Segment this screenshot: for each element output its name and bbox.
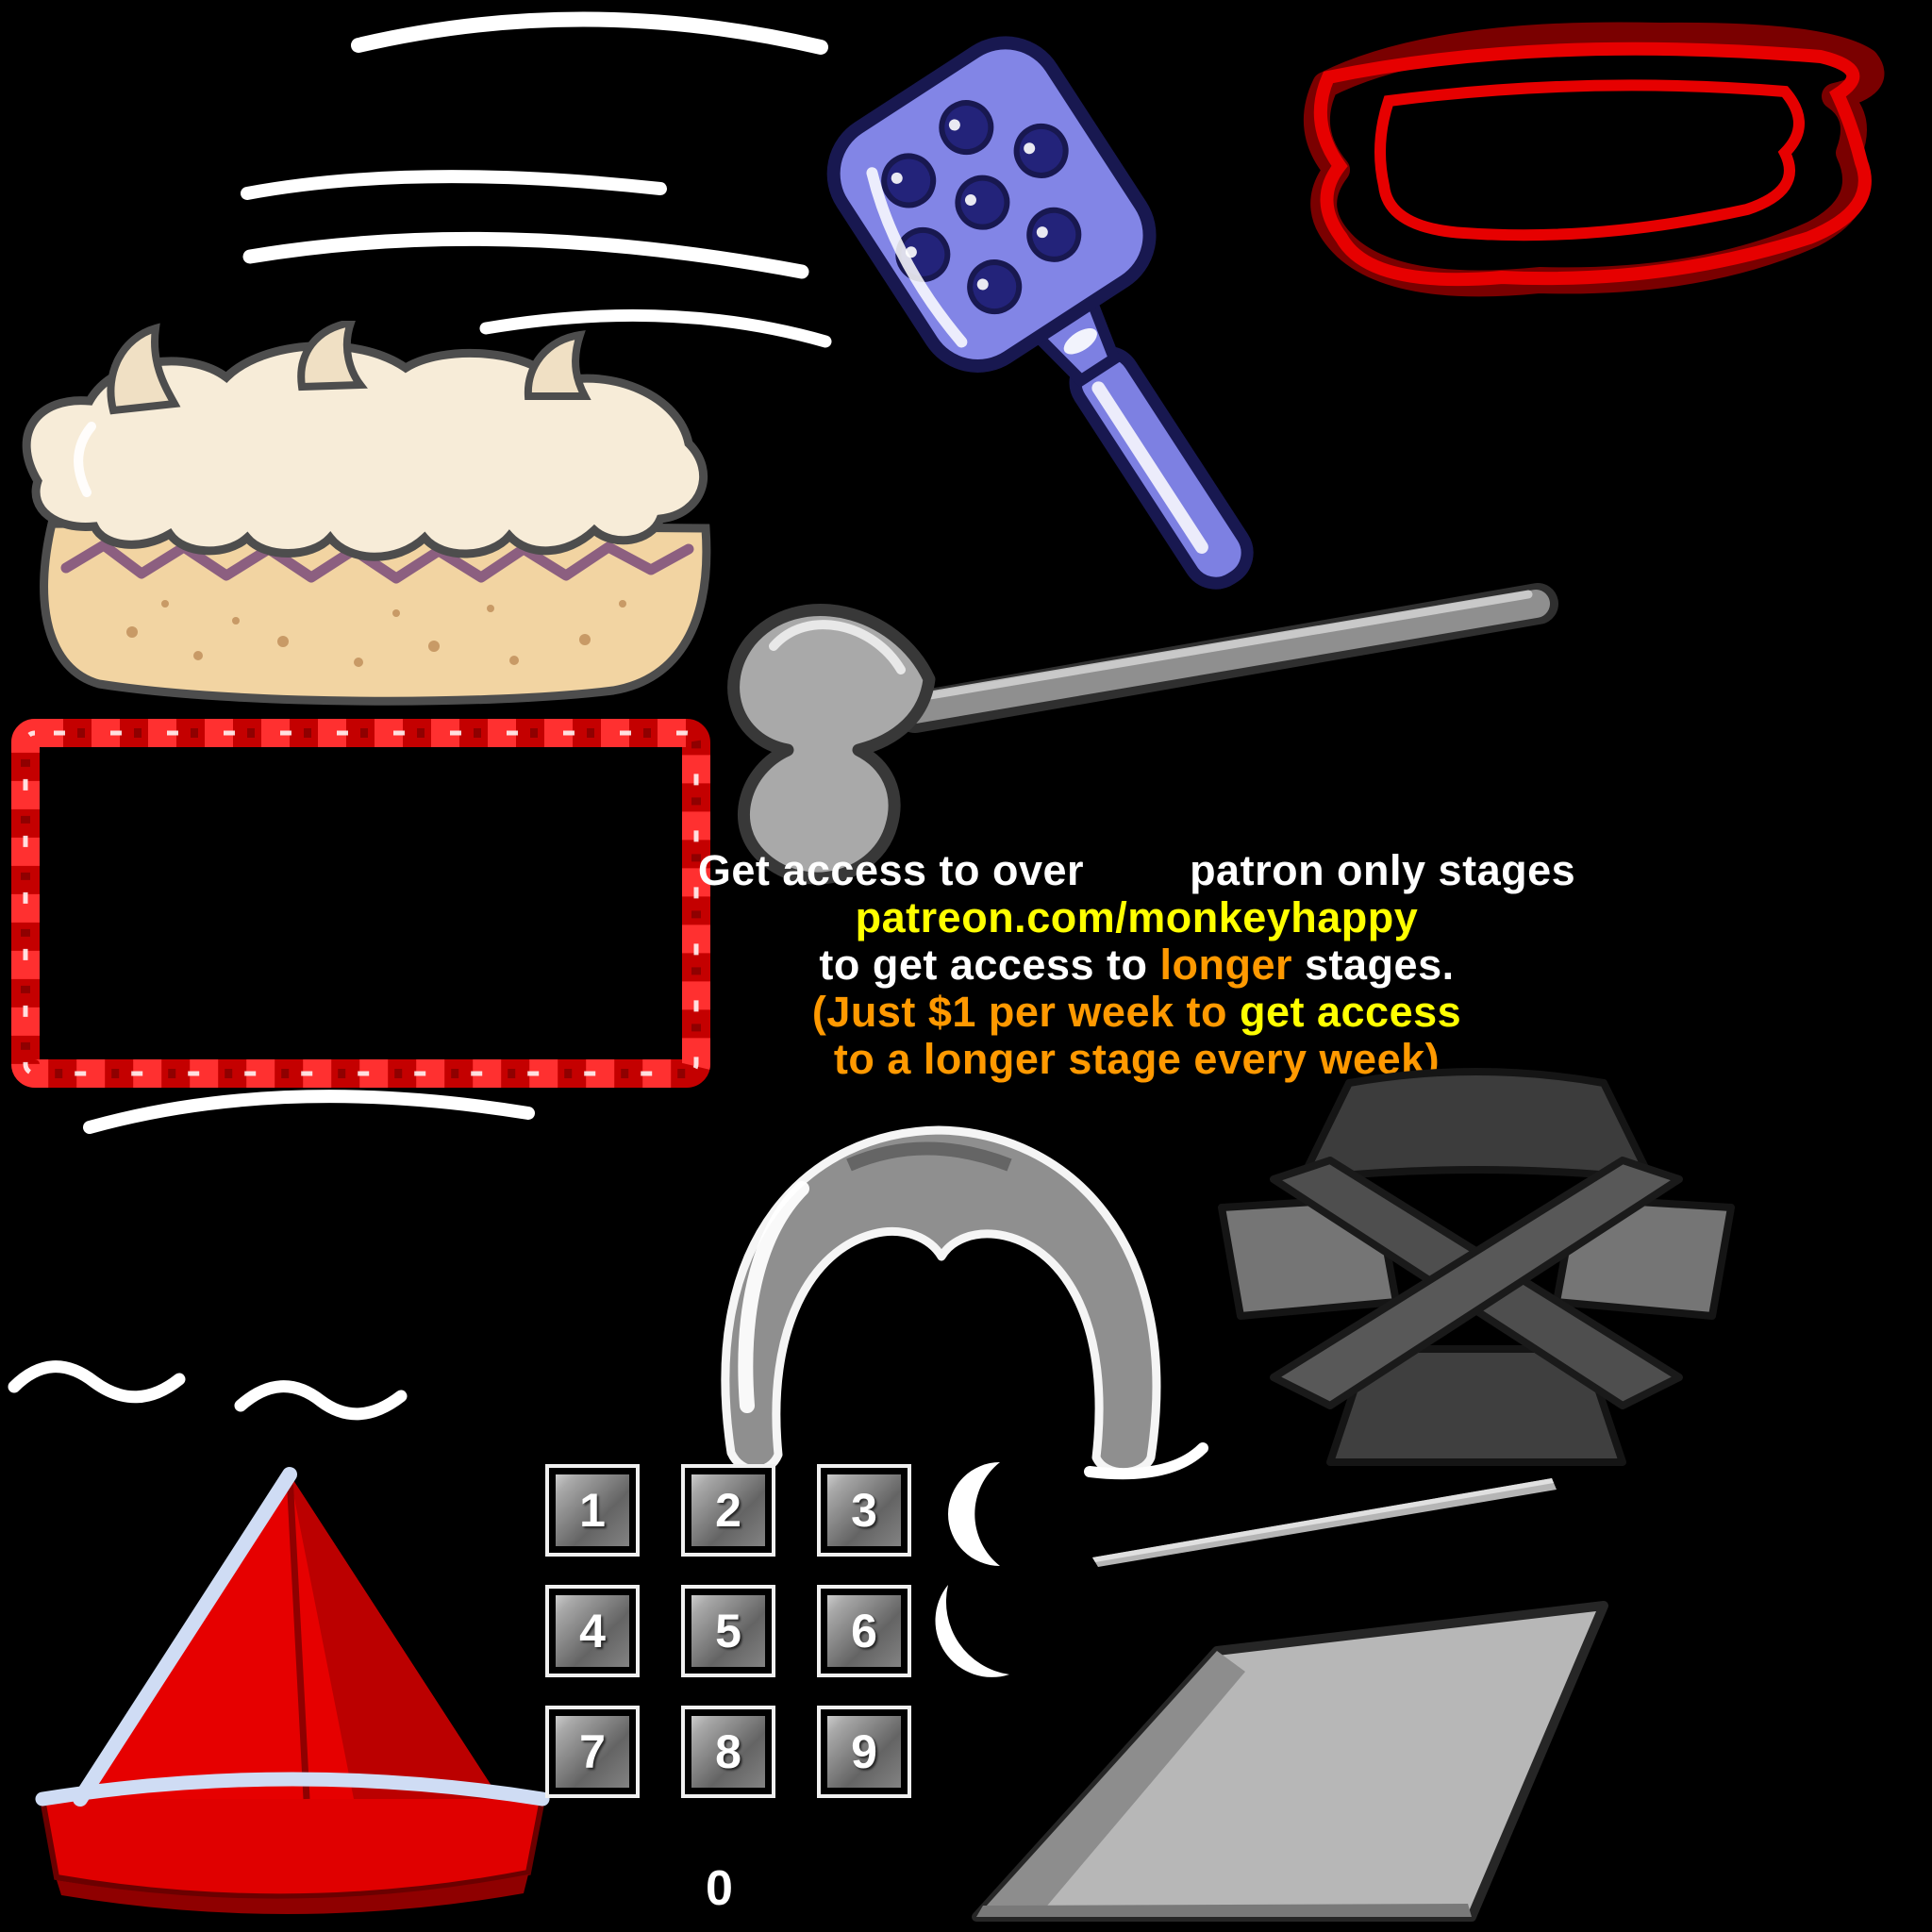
promo-line-2: patreon.com/monkeyhappy <box>590 894 1684 941</box>
promo-line1-part1: Get access to over <box>697 846 1085 894</box>
gray-hoe-tool-icon <box>727 583 1558 885</box>
keypad-key-1[interactable]: 1 <box>545 1464 640 1557</box>
promo-line-5: to a longer stage every week) <box>833 1035 1441 1083</box>
crescent-marks-icon <box>935 1462 1009 1677</box>
keypad-key-7[interactable]: 7 <box>545 1706 640 1798</box>
keypad-key-0[interactable]: 0 <box>706 1861 733 1916</box>
red-scribble-icon <box>1303 22 1885 297</box>
slotted-spatula-icon <box>826 36 1254 590</box>
promo-line-3: to get access to longer stages. <box>819 941 1455 989</box>
number-keypad: 1 2 3 4 5 6 7 8 9 <box>545 1464 911 1798</box>
red-paper-hat-icon <box>35 1467 550 1915</box>
gray-wig-icon <box>721 1125 1208 1480</box>
keypad-key-2[interactable]: 2 <box>681 1464 775 1557</box>
meringue-cake-icon <box>22 321 711 706</box>
patreon-url: patreon.com/monkeyhappy <box>855 893 1419 941</box>
promo-line-1: Get access to over patron only stages <box>590 847 1684 894</box>
promo-line-4: (Just $1 per week to get access <box>811 988 1462 1036</box>
needle-icon <box>1092 1478 1557 1567</box>
red-rope-frame-icon <box>11 719 710 1088</box>
crossed-strap-hat-icon <box>1218 1068 1735 1466</box>
white-swoosh-lines-icon <box>241 11 832 348</box>
promo-line1-part2: patron only stages <box>1190 846 1576 894</box>
patreon-promo-text: Get access to over patron only stages pat… <box>590 847 1684 1083</box>
keypad-key-5[interactable]: 5 <box>681 1585 775 1677</box>
white-wave-lines-icon <box>8 1090 535 1421</box>
keypad-key-3[interactable]: 3 <box>817 1464 911 1557</box>
keypad-key-8[interactable]: 8 <box>681 1706 775 1798</box>
keypad-key-6[interactable]: 6 <box>817 1585 911 1677</box>
metal-plate-icon <box>972 1601 1608 1922</box>
keypad-key-9[interactable]: 9 <box>817 1706 911 1798</box>
keypad-key-4[interactable]: 4 <box>545 1585 640 1677</box>
